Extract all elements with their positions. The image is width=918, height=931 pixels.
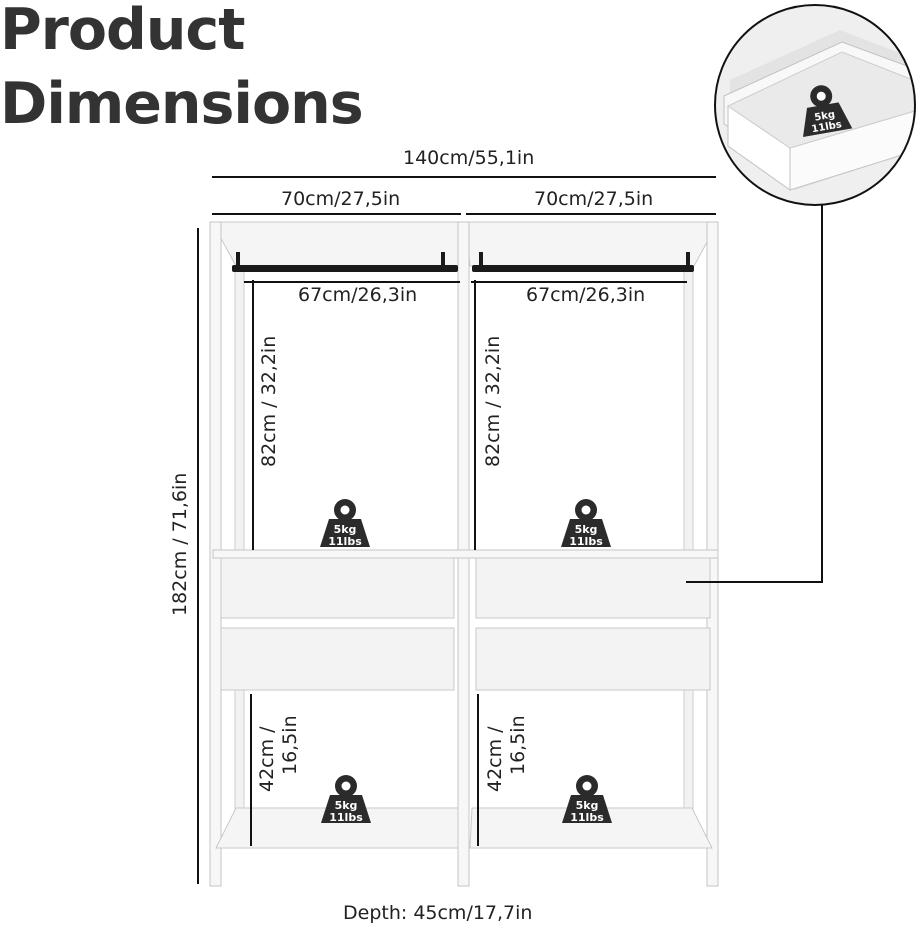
left-bottom-height-line1: 42cm / <box>256 726 278 792</box>
weight-badge-right-hanging: 5kg 11lbs <box>561 499 611 548</box>
right-rod-label: 67cm/26,3in <box>526 284 646 306</box>
hanging-rod-right <box>472 265 694 272</box>
left-hanging-height-label: 82cm / 32,2in <box>258 335 280 467</box>
drawer-right-bottom <box>475 627 711 691</box>
left-bottom-height-line2: 16,5in <box>279 715 301 775</box>
right-bottom-height-line1: 42cm / <box>484 726 506 792</box>
left-rod-label: 67cm/26,3in <box>298 284 418 306</box>
total-height-label: 182cm / 71,6in <box>169 472 191 616</box>
weight-badge-right-shelf: 5kg 11lbs <box>562 775 612 824</box>
svg-text:5kg: 5kg <box>334 523 357 536</box>
weight-badge-left-hanging: 5kg 11lbs <box>320 499 370 548</box>
svg-text:11lbs: 11lbs <box>329 811 363 824</box>
svg-text:5kg: 5kg <box>576 799 599 812</box>
right-width-label: 70cm/27,5in <box>534 188 654 210</box>
right-bottom-height-line2: 16,5in <box>507 715 529 775</box>
svg-text:5kg: 5kg <box>335 799 358 812</box>
hanging-rod-left <box>232 265 458 272</box>
title-line-2: Dimensions <box>0 71 364 137</box>
drawer-left-top <box>220 557 455 619</box>
title-line-1: Product <box>0 0 245 63</box>
depth-label: Depth: 45cm/17,7in <box>343 902 533 924</box>
weight-badge-left-shelf: 5kg 11lbs <box>321 775 371 824</box>
dimension-lines <box>197 176 823 884</box>
drawer-detail-callout: 5kg 11lbs <box>714 4 916 206</box>
svg-text:11lbs: 11lbs <box>811 119 843 135</box>
right-hanging-height-label: 82cm / 32,2in <box>482 335 504 467</box>
weight-badge-drawer: 5kg 11lbs <box>794 81 853 138</box>
left-width-label: 70cm/27,5in <box>281 188 401 210</box>
drawer-left-bottom <box>220 627 455 691</box>
svg-text:11lbs: 11lbs <box>570 811 604 824</box>
svg-text:11lbs: 11lbs <box>569 535 603 548</box>
svg-text:11lbs: 11lbs <box>328 535 362 548</box>
svg-text:5kg: 5kg <box>814 109 836 123</box>
wardrobe-frame <box>209 221 719 887</box>
total-width-label: 140cm/55,1in <box>403 147 535 169</box>
drawer-right-top <box>475 557 711 619</box>
svg-text:5kg: 5kg <box>575 523 598 536</box>
